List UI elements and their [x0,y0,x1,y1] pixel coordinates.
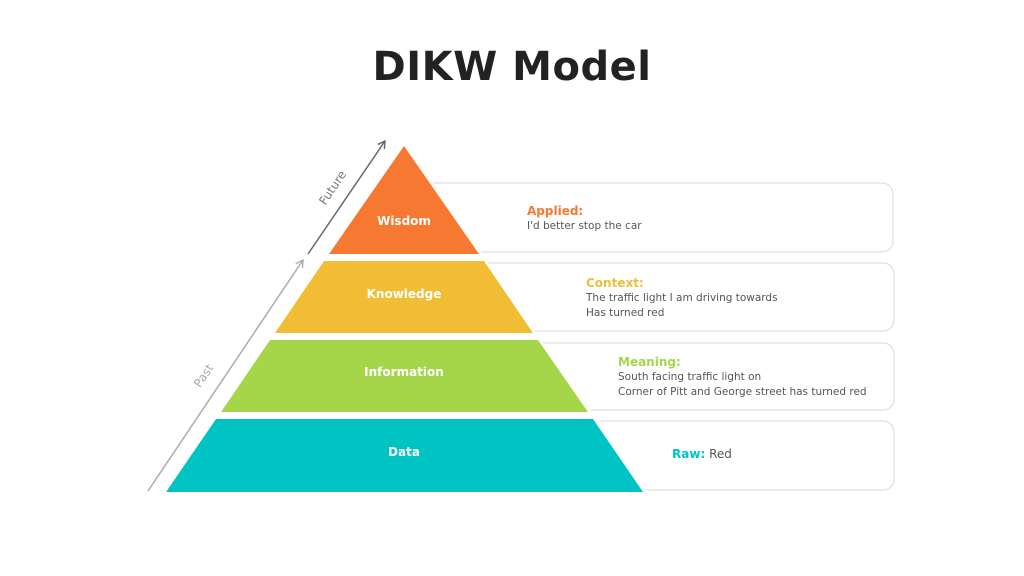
tier-label-wisdom: Wisdom [377,214,431,228]
card-line: The traffic light I am driving towards [586,292,778,304]
tier-label-information: Information [364,365,444,379]
past-label: Past [191,361,217,390]
card-head-data: Raw: [672,447,706,461]
future-arrow [307,139,386,255]
card-text-information: Meaning: South facing traffic light on C… [618,354,867,400]
tier-label-data: Data [388,445,420,459]
page-title: DIKW Model [372,44,652,90]
tier-wisdom [329,146,479,254]
card-head-wisdom: Applied: [527,204,584,218]
card-text-data: Raw: Red [672,446,732,462]
card-inline-value: Red [709,447,732,461]
tier-data [166,419,643,492]
card-line: Corner of Pitt and George street has tur… [618,386,867,398]
card-line: I'd better stop the car [527,220,642,232]
card-line: South facing traffic light on [618,371,762,383]
card-line: Has turned red [586,307,665,319]
tier-knowledge [275,261,533,333]
past-arrow [147,258,304,492]
card-head-knowledge: Context: [586,276,644,290]
card-text-wisdom: Applied: I'd better stop the car [527,203,642,234]
card-head-information: Meaning: [618,355,681,369]
tier-information [221,340,588,412]
card-text-knowledge: Context: The traffic light I am driving … [586,275,778,321]
tier-label-knowledge: Knowledge [367,287,442,301]
